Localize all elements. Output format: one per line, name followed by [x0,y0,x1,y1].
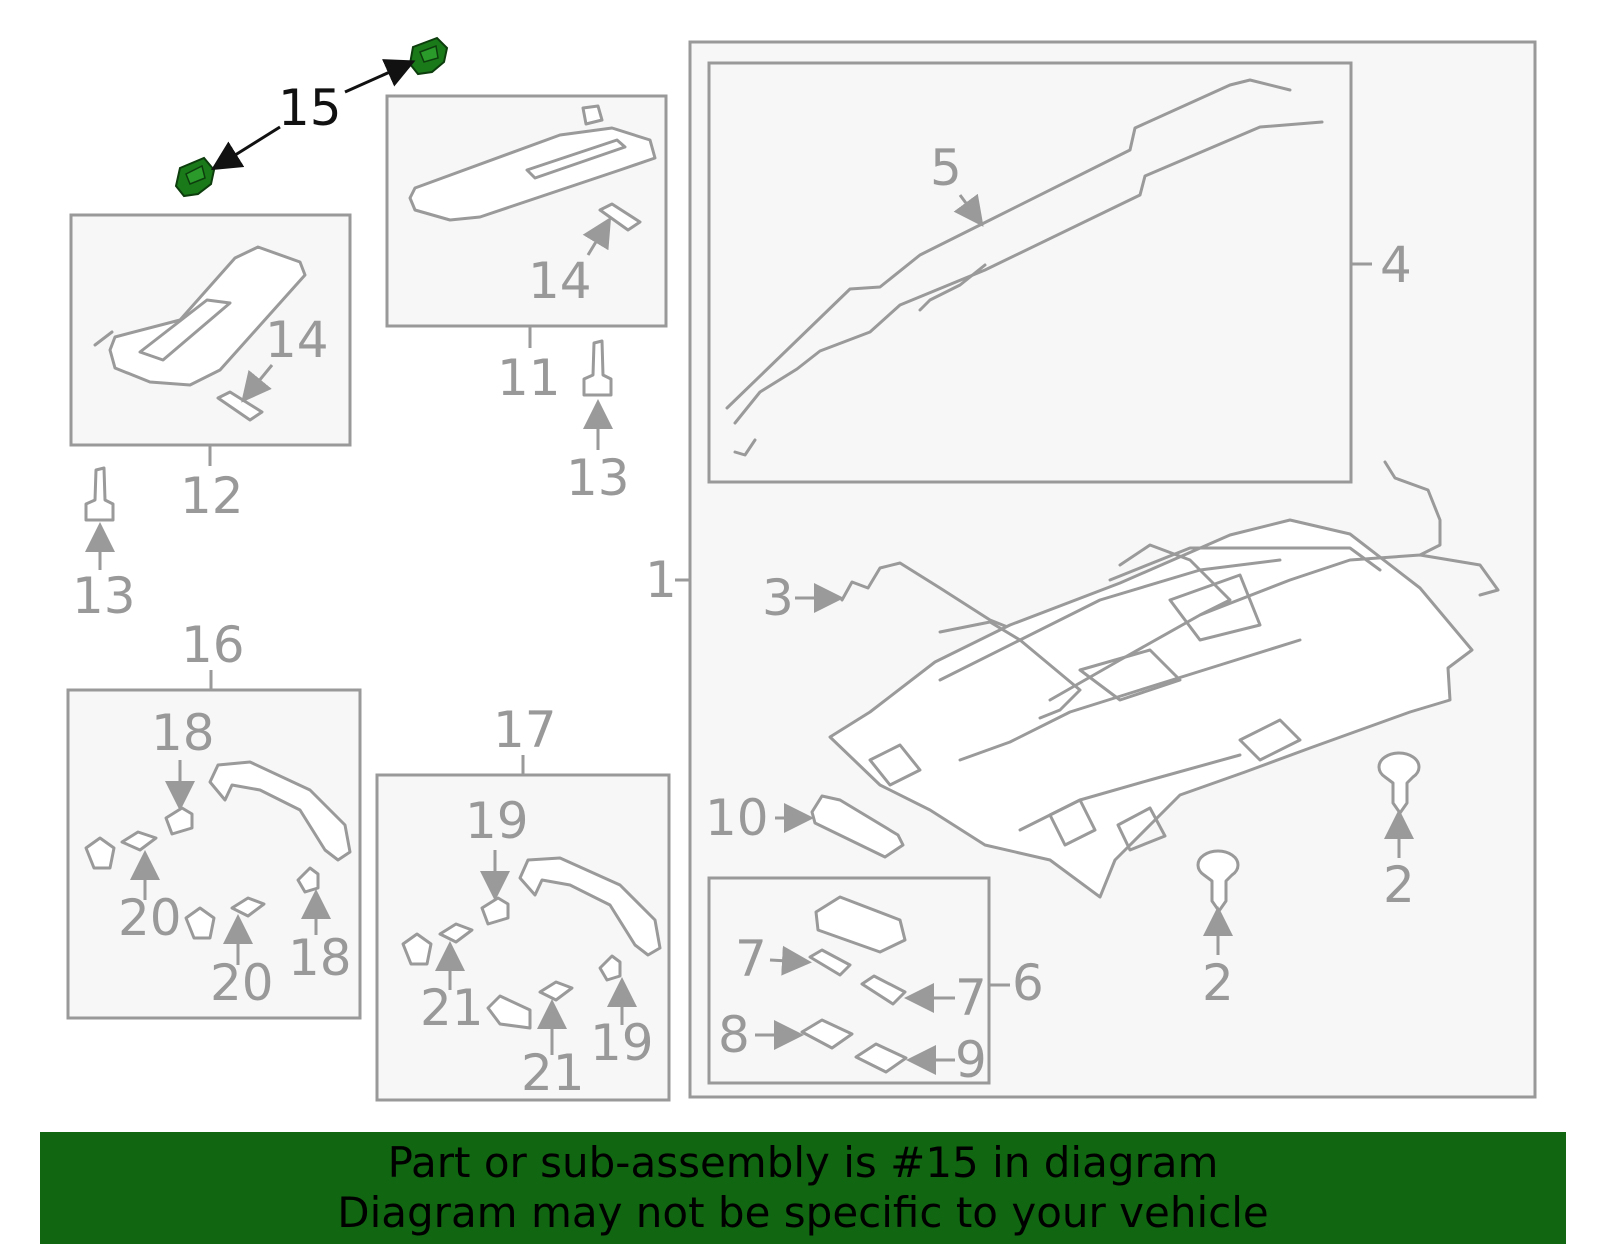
callout-19-lower: 19 [590,1014,654,1072]
leader-14-right [582,216,612,256]
leader-15-upper [344,59,416,94]
part-14-clip-right [598,202,642,232]
callout-19-upper: 19 [465,792,529,850]
part-12-sunvisor [93,245,307,387]
part-21-clip-1 [438,922,474,944]
info-banner: Part or sub-assembly is #15 in diagram D… [40,1132,1566,1244]
part-21-clip-2 [538,980,574,1002]
callout-15: 15 [278,79,342,137]
callout-4: 4 [1380,236,1412,294]
callout-21-upper: 21 [420,979,484,1037]
part-8-switch [800,1018,854,1050]
part-13-bolt-left [84,466,115,522]
callout-12: 12 [180,467,244,525]
callout-2-left: 2 [1202,954,1234,1012]
part-3-wire [840,561,1012,630]
part-5-rails [725,78,1324,457]
part-21-cover-1 [401,932,433,966]
callout-2-right: 2 [1383,856,1415,914]
callout-21-lower: 21 [521,1044,585,1102]
callout-7-left: 7 [735,930,767,988]
part-21-cover-2 [486,994,532,1030]
leader-15-lower [210,125,281,171]
part-20-cover-1 [84,836,116,870]
callout-20-upper: 20 [118,889,182,947]
leader-5 [953,193,984,227]
group-box-16 [66,688,362,1020]
banner-line-1: Part or sub-assembly is #15 in diagram [387,1138,1219,1187]
part-1-harness [938,460,1500,720]
callout-3: 3 [762,569,794,627]
part-10-lamp [810,794,905,859]
callout-20-lower: 20 [210,954,274,1012]
part-7-lens-left [808,948,852,977]
part-16-grab-handle [208,760,352,862]
group-box-17 [375,773,671,1102]
leader-14-left [241,364,274,403]
part-14-clip-left [216,390,264,422]
callout-14-right: 14 [528,252,592,310]
part-19-cap-lower [598,954,622,982]
callout-6: 6 [1012,954,1044,1012]
part-2-clip-left [1196,849,1240,913]
callout-13-right: 13 [566,449,630,507]
leader-7-left [769,945,812,976]
part-15-clip-lower[interactable] [174,156,216,198]
part-20-clip-2 [230,896,266,918]
callout-18-upper: 18 [151,704,215,762]
callout-17: 17 [493,701,557,759]
callout-18-lower: 18 [288,929,352,987]
callout-13-left: 13 [72,567,136,625]
callout-10: 10 [705,789,769,847]
callout-8: 8 [718,1006,750,1064]
part-20-cover-2 [184,906,216,940]
part-1-headliner [828,518,1474,899]
part-17-grab-handle [518,856,662,957]
part-15-clip-upper[interactable] [408,36,449,76]
callout-7-right: 7 [955,969,987,1027]
part-13-bolt-right [582,339,613,397]
callout-5: 5 [930,139,962,197]
group-box-4 [707,61,1353,484]
callout-1: 1 [645,551,677,609]
banner-line-2: Diagram may not be specific to your vehi… [337,1188,1269,1237]
part-6-lamp-housing [814,895,907,954]
callout-11: 11 [497,349,561,407]
part-11-sunvisor [408,104,657,222]
part-20-clip-1 [120,830,158,852]
callout-14-left: 14 [265,311,329,369]
part-2-clip-right [1377,751,1421,815]
callout-9: 9 [955,1031,987,1089]
callout-16: 16 [181,616,245,674]
